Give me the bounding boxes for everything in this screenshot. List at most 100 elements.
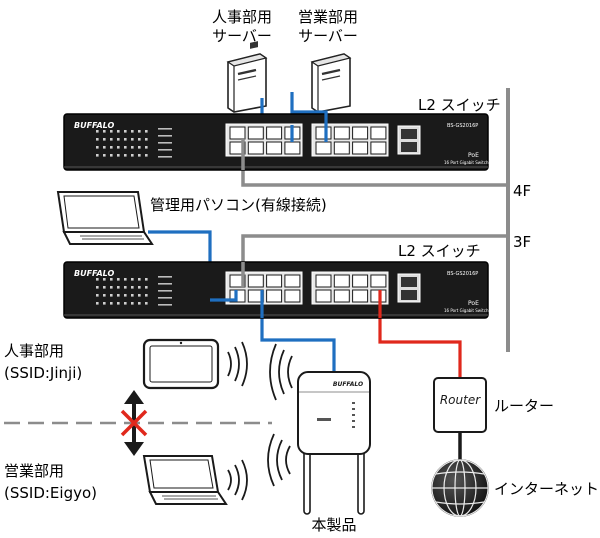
svg-text:サーバー: サーバー [298, 27, 358, 45]
switch-led [124, 294, 127, 297]
switch-led [110, 294, 113, 297]
svg-text:営業部用: 営業部用 [298, 8, 358, 26]
globe-icon [431, 459, 489, 517]
hr-server-label: 人事部用 サーバー [212, 8, 272, 45]
switch-led [138, 138, 141, 141]
switch-led [145, 302, 148, 305]
admin-pc-plug [210, 290, 238, 302]
switch-led [110, 286, 113, 289]
internet-label: インターネット [494, 480, 599, 498]
switch-led [103, 130, 106, 133]
sales-dept-label: 営業部用 [4, 462, 64, 480]
switch-top-leds [96, 128, 172, 158]
switch-port [370, 126, 387, 140]
hr-ssid-label: (SSID:Jinji) [4, 364, 82, 382]
switch-led [145, 294, 148, 297]
switch-port [333, 126, 350, 140]
switch-led [131, 278, 134, 281]
switch-top-label: L2 スイッチ [418, 96, 501, 114]
floor-4f-label: 4F [513, 182, 531, 200]
switch-led [96, 294, 99, 297]
sales-ssid-label: (SSID:Eigyo) [4, 484, 97, 502]
switch-led [145, 138, 148, 141]
switch-led-caption [158, 128, 172, 130]
laptop-wifi-icon [227, 459, 248, 501]
svg-text:BS-GS2016P: BS-GS2016P [447, 123, 478, 129]
admin-pc-label: 管理用パソコン(有線接続) [150, 196, 327, 214]
switch-led [117, 278, 120, 281]
switch-led [117, 294, 120, 297]
switch-led [96, 286, 99, 289]
admin-laptop [56, 191, 154, 245]
switch-bottom-label: L2 スイッチ [398, 242, 481, 260]
router-label: ルーター [494, 397, 554, 415]
switch-bottom-ports [225, 271, 421, 305]
switch-port [284, 141, 301, 155]
switch-port [352, 274, 369, 288]
hr-server [226, 41, 268, 113]
switch-led [124, 286, 127, 289]
switch-led [138, 154, 141, 157]
switch-port [352, 289, 369, 303]
switch-led [145, 146, 148, 149]
svg-text:BUFFALO: BUFFALO [74, 121, 114, 130]
switch-led [138, 294, 141, 297]
switch-port [370, 141, 387, 155]
switch-led [138, 278, 141, 281]
svg-text:人事部用: 人事部用 [212, 8, 272, 26]
switch-led [145, 154, 148, 157]
svg-text:サーバー: サーバー [212, 27, 272, 45]
switch-led [117, 130, 120, 133]
switch-led [96, 302, 99, 305]
switch-led-caption [158, 276, 172, 278]
switch-port [333, 289, 350, 303]
switch-led [96, 146, 99, 149]
switch-led [131, 294, 134, 297]
switch-led [117, 286, 120, 289]
switch-led [145, 286, 148, 289]
svg-text:Router: Router [440, 393, 481, 407]
access-point: BUFFALO [297, 371, 371, 515]
switch-led [103, 286, 106, 289]
switch-led [96, 278, 99, 281]
switch-led [131, 130, 134, 133]
switch-led [131, 286, 134, 289]
switch-led [124, 154, 127, 157]
switch-led [110, 146, 113, 149]
switch-led [110, 302, 113, 305]
switch-led [103, 138, 106, 141]
switch-led [138, 146, 141, 149]
switch-led-caption [158, 290, 172, 292]
sales-server-label: 営業部用 サーバー [298, 8, 358, 45]
switch-port [247, 274, 264, 288]
switch-led-caption [158, 283, 172, 285]
switch-led [117, 146, 120, 149]
switch-led [103, 154, 106, 157]
svg-text:PoE: PoE [468, 152, 479, 159]
switch-port [284, 289, 301, 303]
switch-led [96, 130, 99, 133]
switch-port [247, 126, 264, 140]
switch-led [145, 278, 148, 281]
switch-led [117, 138, 120, 141]
switch-led [138, 286, 141, 289]
tablet [142, 338, 220, 390]
switch-led [103, 302, 106, 305]
switch-led [124, 130, 127, 133]
switch-port [266, 289, 283, 303]
svg-text:16 Port Gigabit Switch: 16 Port Gigabit Switch [444, 308, 489, 313]
switch-led [124, 138, 127, 141]
switch-led [110, 130, 113, 133]
product-label: 本製品 [311, 516, 356, 534]
blocked-arrow-icon [120, 390, 148, 456]
switch-led-caption [158, 142, 172, 144]
switch-bottom-leds [96, 276, 172, 306]
switch-top: BUFFALO BS-GS2016P PoE 16 Port Gigabit S… [63, 113, 489, 171]
svg-text:BUFFALO: BUFFALO [333, 381, 363, 388]
switch-port [315, 274, 332, 288]
switch-led [138, 130, 141, 133]
switch-port [352, 126, 369, 140]
hr-dept-label: 人事部用 [4, 342, 64, 360]
switch-port [315, 289, 332, 303]
switch-led [124, 278, 127, 281]
